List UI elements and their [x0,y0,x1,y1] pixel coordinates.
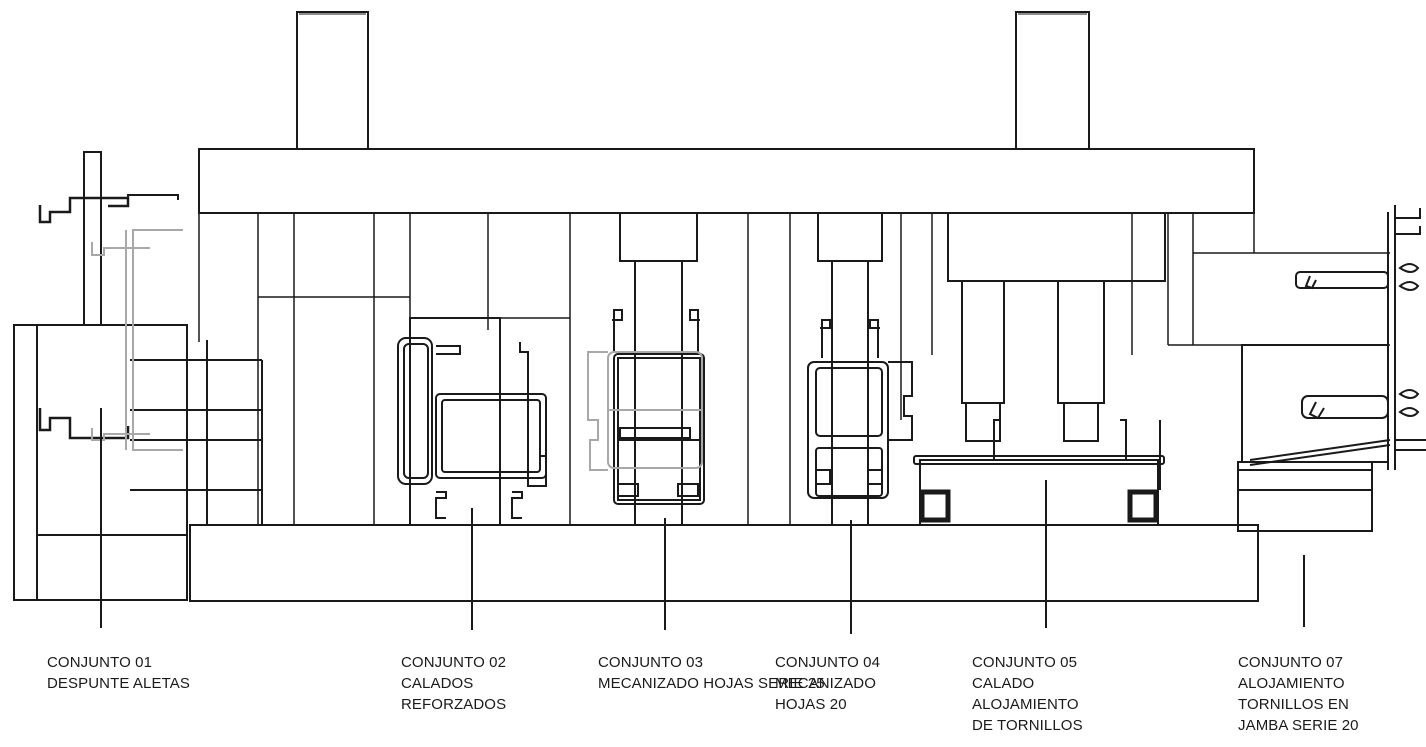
label-conjunto-02: CONJUNTO 02 CALADOS REFORZADOS [401,652,506,715]
label-line: DE TORNILLOS [972,717,1083,734]
label-line: CONJUNTO 05 [972,654,1078,671]
grey-profile-left [91,229,183,451]
conjunto-02-unit [397,317,547,526]
label-line: CALADOS [401,675,474,692]
conjunto-03-unit [612,212,705,526]
label-conjunto-01: CONJUNTO 01 DESPUNTE ALETAS [47,652,190,694]
conjunto-01-unit [13,151,263,601]
label-line: CONJUNTO 07 [1238,654,1344,671]
conjunto-04-unit [807,212,913,526]
label-line: CONJUNTO 02 [401,654,507,671]
label-line: CALADO [972,675,1035,692]
label-line: JAMBA SERIE 20 [1238,717,1359,734]
label-line: HOJAS 20 [775,696,847,713]
label-line: CONJUNTO 01 [47,654,153,671]
conjunto-05-unit [913,212,1166,526]
label-conjunto-05: CONJUNTO 05 CALADO ALOJAMIENTO DE TORNIL… [972,652,1083,736]
leader-lines [100,408,1305,634]
base-plate [189,524,1259,602]
label-conjunto-03: CONJUNTO 03 MECANIZADO HOJAS SERIE 25 [598,652,825,694]
label-line: ALOJAMIENTO [972,696,1079,713]
label-line: MECANIZADO HOJAS SERIE 25 [598,675,825,692]
top-beam [198,148,1255,214]
label-line: CONJUNTO 04 [775,654,881,671]
top-cylinder-left [296,11,369,150]
back-frame-panels [198,213,1390,525]
label-line: DESPUNTE ALETAS [47,675,190,692]
label-conjunto-07: CONJUNTO 07 ALOJAMIENTO TORNILLOS EN JAM… [1238,652,1359,736]
base-plate-right [1237,461,1373,532]
grey-profile-03 [587,351,703,471]
label-line: REFORZADOS [401,696,507,713]
label-line: ALOJAMIENTO [1238,675,1345,692]
conjunto-07-unit [1241,205,1426,470]
label-line: MECANIZADO [775,675,877,692]
label-line: TORNILLOS EN [1238,696,1349,713]
label-conjunto-04: CONJUNTO 04 MECANIZADO HOJAS 20 [775,652,880,715]
label-line: CONJUNTO 03 [598,654,704,671]
top-cylinder-right [1015,11,1090,150]
